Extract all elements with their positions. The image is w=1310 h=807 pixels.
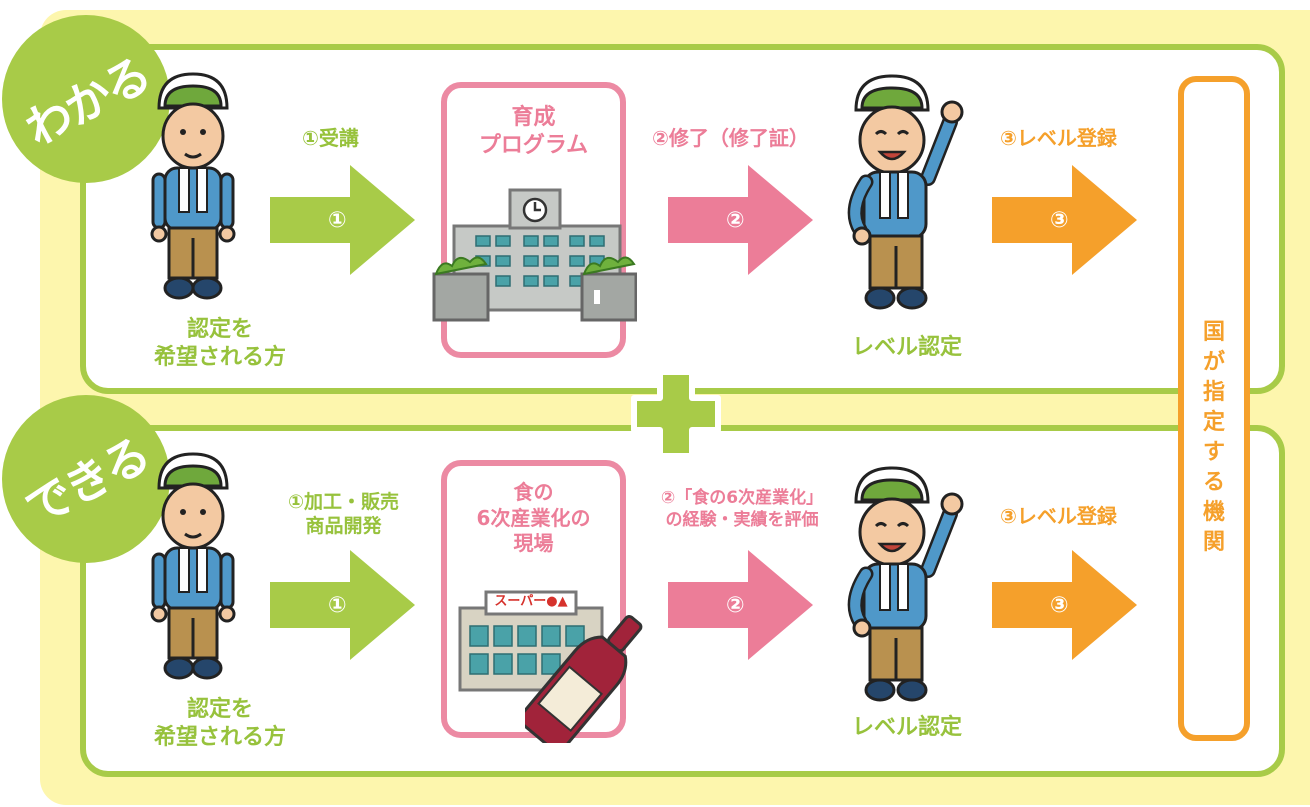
arrow-step2-top: ②	[668, 165, 813, 275]
plus-icon	[630, 368, 722, 460]
arrow-step1-bottom: ①	[270, 550, 415, 660]
farmer-standing-icon	[143, 70, 243, 302]
school-building-icon	[432, 186, 637, 326]
badge-dekiru: できる	[2, 395, 170, 563]
arrow-step3-bottom: ③	[992, 550, 1137, 660]
badge-wakaru-label: わかる	[16, 46, 159, 157]
step1-label-top: ①受講	[302, 126, 359, 150]
step3-label-top: ③レベル登録	[1000, 126, 1117, 150]
farmer-cheering-icon	[840, 462, 975, 707]
arrow-step2-bottom: ②	[668, 550, 813, 660]
training-program-label: 育成 プログラム	[478, 105, 589, 159]
step2-number-top: ②	[726, 207, 745, 233]
arrow-step3-top: ③	[992, 165, 1137, 275]
step2-label-top: ②修了（修了証）	[652, 126, 809, 150]
step3-label-bottom: ③レベル登録	[1000, 504, 1117, 528]
result-label-top: レベル認定	[851, 335, 962, 360]
badge-wakaru: わかる	[2, 15, 170, 183]
designated-agency-box: 国 が 指 定 す る 機 関	[1178, 76, 1250, 741]
step2-number-bottom: ②	[726, 592, 745, 618]
applicant-label-bottom: 認定を 希望される方	[153, 697, 286, 751]
arrow-step1-top: ①	[270, 165, 415, 275]
applicant-label-top: 認定を 希望される方	[153, 317, 286, 371]
supermarket-icon	[456, 588, 606, 693]
badge-dekiru-label: できる	[16, 427, 158, 537]
step1-number-bottom: ①	[328, 592, 347, 618]
farmer-standing-icon	[143, 450, 243, 682]
wine-bottle-icon	[525, 608, 655, 743]
store-sign-text: スーパー●▲	[494, 594, 568, 609]
step1-label-bottom: ①加工・販売 商品開発	[287, 491, 400, 538]
step1-number-top: ①	[328, 207, 347, 233]
result-label-bottom: レベル認定	[851, 715, 962, 740]
step3-number-top: ③	[1050, 207, 1069, 233]
farmer-cheering-icon	[840, 70, 975, 315]
sixth-industry-site-label: 食の 6次産業化の 現場	[476, 480, 591, 556]
step2-label-bottom: ②「食の6次産業化」 の経験・実績を評価	[660, 488, 824, 530]
designated-agency-label: 国 が 指 定 す る 機 関	[1202, 320, 1225, 555]
step3-number-bottom: ③	[1050, 592, 1069, 618]
